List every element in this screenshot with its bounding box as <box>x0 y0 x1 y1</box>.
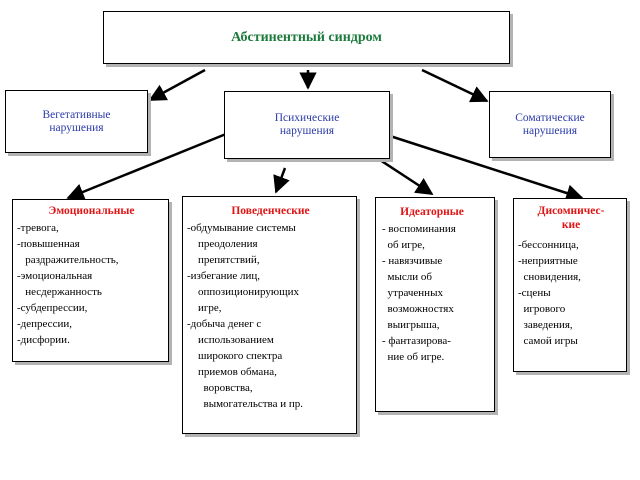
list-item: воровства, <box>187 382 253 394</box>
list-item: использованием <box>187 334 274 346</box>
dyssomnic-list: -бессонница, -неприятные сновидения, -сц… <box>518 237 581 349</box>
list-item: -неприятные <box>518 255 578 267</box>
list-item: - воспоминания <box>382 223 456 235</box>
arrow-to-vegetative <box>148 68 206 102</box>
emotional-box: Эмоциональные -тревога, -повышенная разд… <box>12 199 169 362</box>
list-item: возможностях <box>382 303 454 315</box>
list-item: -тревога, <box>17 222 59 234</box>
title-box: Абстинентный синдром <box>103 11 510 64</box>
psychic-label-line1: Психические <box>274 112 340 124</box>
list-item: препятствий, <box>187 254 260 266</box>
diagram-title: Абстинентный синдром <box>231 29 382 45</box>
vegetative-box: Вегетативные нарушения <box>5 90 148 153</box>
list-item: сновидения, <box>518 271 581 283</box>
arrow-to-emotional <box>66 132 227 201</box>
list-item: игре, <box>187 302 222 314</box>
arrow-to-behavioral <box>273 167 290 194</box>
behavioral-heading: Поведенческие <box>231 205 310 217</box>
arrow-to-somatic <box>421 68 489 103</box>
psychic-label-line2: нарушения <box>279 125 335 137</box>
list-item: - фантазирова- <box>382 335 451 347</box>
somatic-box: Соматические нарушения <box>489 91 611 158</box>
list-item: -депрессии, <box>17 318 72 330</box>
dyssomnic-heading-line2: кие <box>561 219 581 231</box>
dyssomnic-box: Дисомничес- кие -бессонница, -неприятные… <box>513 198 627 372</box>
list-item: -повышенная <box>17 238 80 250</box>
list-item: утраченных <box>382 287 443 299</box>
list-item: ние об игре. <box>382 351 445 363</box>
ideational-list: - воспоминания об игре, - навязчивые мыс… <box>382 221 456 365</box>
list-item: самой игры <box>518 335 578 347</box>
list-item: выигрыша, <box>382 319 440 331</box>
list-item: вымогательства и пр. <box>187 398 304 410</box>
emotional-list: -тревога, -повышенная раздражительность,… <box>17 220 119 348</box>
list-item: -избегание лиц, <box>187 270 261 282</box>
list-item: раздражительность, <box>17 254 119 266</box>
list-item: заведения, <box>518 319 573 331</box>
behavioral-list: -обдумывание системы преодоления препятс… <box>187 220 303 412</box>
list-item: об игре, <box>382 239 425 251</box>
list-item: широкого спектра <box>187 350 283 362</box>
ideational-box: Идеаторные - воспоминания об игре, - нав… <box>375 197 495 412</box>
psychic-box: Психические нарушения <box>224 91 390 159</box>
ideational-heading: Идеаторные <box>400 206 464 218</box>
list-item: оппозиционирующих <box>187 286 299 298</box>
dyssomnic-heading-line1: Дисомничес- <box>537 205 605 217</box>
list-item: преодоления <box>187 238 258 250</box>
list-item: приемов обмана, <box>187 366 277 378</box>
somatic-label-line2: нарушения <box>522 124 578 137</box>
list-item: -сцены <box>518 287 551 299</box>
list-item: несдержанность <box>17 286 102 298</box>
arrow-to-ideational <box>379 158 434 196</box>
vegetative-label-line1: Вегетативные <box>42 108 111 121</box>
list-item: -добыча денег с <box>187 318 262 330</box>
list-item: -бессонница, <box>518 239 579 251</box>
list-item: -дисфории. <box>17 334 70 346</box>
vegetative-label-line2: нарушения <box>49 121 104 134</box>
list-item: -обдумывание системы <box>187 222 296 234</box>
behavioral-box: Поведенческие -обдумывание системы преод… <box>182 196 357 434</box>
somatic-label-line1: Соматические <box>515 111 585 124</box>
list-item: - навязчивые <box>382 255 443 267</box>
list-item: -эмоциональная <box>17 270 93 282</box>
list-item: мысли об <box>382 271 432 283</box>
list-item: игрового <box>518 303 566 315</box>
arrow-to-dyssomnic <box>389 134 584 202</box>
emotional-heading: Эмоциональные <box>48 205 135 217</box>
list-item: -субдепрессии, <box>17 302 88 314</box>
